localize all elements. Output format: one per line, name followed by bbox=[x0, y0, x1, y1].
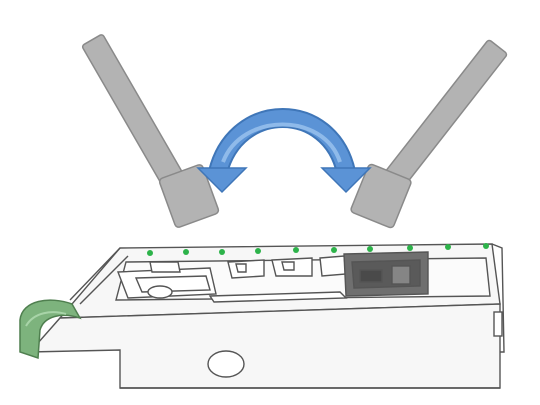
status-leds bbox=[147, 243, 489, 256]
curved-arrow-icon bbox=[196, 108, 372, 194]
swab-right-icon bbox=[350, 39, 508, 229]
device-tray-icon bbox=[28, 243, 505, 389]
pull-handle-icon bbox=[19, 299, 82, 360]
swab-left-icon bbox=[81, 34, 220, 228]
